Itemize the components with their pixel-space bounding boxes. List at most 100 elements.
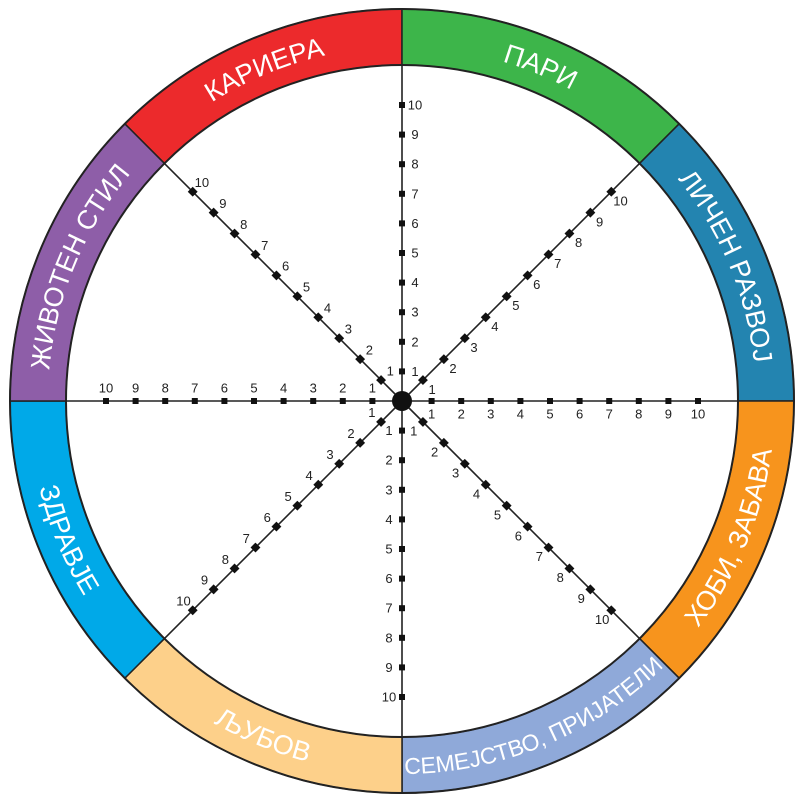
scale-number: 10 xyxy=(691,407,705,422)
scale-number: 10 xyxy=(99,381,113,396)
scale-number: 7 xyxy=(243,531,250,546)
tick-mark xyxy=(250,249,261,260)
scale-number: 2 xyxy=(339,381,346,396)
scale-number: 8 xyxy=(385,630,392,645)
tick-mark xyxy=(606,605,617,616)
tick-mark xyxy=(399,664,405,671)
tick-mark xyxy=(399,457,405,464)
scale-number: 10 xyxy=(408,98,422,113)
tick-mark xyxy=(355,354,366,365)
tick-mark xyxy=(459,333,470,344)
tick-mark xyxy=(250,542,261,553)
scale-number: 1 xyxy=(410,424,417,439)
tick-mark xyxy=(399,694,405,700)
tick-mark xyxy=(501,291,512,302)
tick-mark xyxy=(292,500,303,511)
scale-number: 1 xyxy=(387,363,394,378)
tick-mark xyxy=(458,398,465,404)
tick-mark xyxy=(399,279,405,286)
tick-mark xyxy=(576,398,583,404)
scale-number: 8 xyxy=(222,552,229,567)
tick-mark xyxy=(399,161,405,168)
scale-number: 3 xyxy=(310,381,317,396)
tick-mark xyxy=(334,333,345,344)
tick-mark xyxy=(480,312,491,323)
scale-number: 8 xyxy=(575,235,582,250)
tick-mark xyxy=(229,563,240,574)
scale-number: 6 xyxy=(533,277,540,292)
tick-mark xyxy=(399,368,405,375)
tick-mark xyxy=(310,398,317,404)
tick-mark xyxy=(339,398,346,404)
tick-mark xyxy=(376,375,387,386)
scale-number: 4 xyxy=(411,275,418,290)
scale-number: 9 xyxy=(665,407,672,422)
tick-mark xyxy=(417,375,428,386)
scale-number: 2 xyxy=(449,361,456,376)
tick-mark xyxy=(399,338,405,345)
tick-mark xyxy=(132,398,139,404)
tick-mark xyxy=(103,398,109,404)
scale-number: 10 xyxy=(613,193,627,208)
tick-mark xyxy=(399,546,405,552)
scale-number: 3 xyxy=(470,340,477,355)
tick-mark xyxy=(635,398,642,404)
scale-number: 3 xyxy=(411,305,418,320)
tick-mark xyxy=(665,398,672,404)
tick-mark xyxy=(487,398,494,404)
scale-number: 7 xyxy=(191,381,198,396)
scale-number: 6 xyxy=(264,510,271,525)
tick-mark xyxy=(501,500,512,511)
tick-mark xyxy=(251,398,257,404)
scale-number: 5 xyxy=(494,507,501,522)
tick-mark xyxy=(399,634,405,641)
tick-mark xyxy=(399,190,405,197)
scale-number: 9 xyxy=(385,660,392,675)
scale-number: 5 xyxy=(385,542,392,557)
tick-mark xyxy=(191,398,198,404)
scale-number: 1 xyxy=(368,405,375,420)
tick-mark xyxy=(585,207,596,218)
tick-mark xyxy=(399,309,405,316)
scale-number: 7 xyxy=(606,407,613,422)
tick-mark xyxy=(606,398,613,404)
tick-mark xyxy=(480,479,491,490)
scale-number: 8 xyxy=(635,407,642,422)
scale-number: 4 xyxy=(517,407,524,422)
tick-mark xyxy=(292,291,303,302)
tick-mark xyxy=(522,270,533,281)
scale-number: 6 xyxy=(385,571,392,586)
scale-number: 9 xyxy=(596,214,603,229)
tick-mark xyxy=(564,563,575,574)
tick-mark xyxy=(438,437,449,448)
tick-mark xyxy=(564,228,575,239)
tick-mark xyxy=(229,228,240,239)
scale-number: 1 xyxy=(385,423,392,438)
scale-number: 1 xyxy=(428,407,435,422)
tick-mark xyxy=(399,605,405,612)
tick-mark xyxy=(355,437,366,448)
tick-mark xyxy=(547,398,553,404)
tick-mark xyxy=(399,102,405,108)
scale-number: 5 xyxy=(546,407,553,422)
tick-mark xyxy=(313,312,324,323)
tick-mark xyxy=(695,398,701,404)
tick-mark xyxy=(399,250,405,256)
scale-number: 4 xyxy=(491,319,498,334)
scale-number: 8 xyxy=(162,381,169,396)
scale-number: 1 xyxy=(429,382,436,397)
scale-number: 7 xyxy=(411,186,418,201)
tick-mark xyxy=(517,398,524,404)
tick-mark xyxy=(428,398,435,404)
scale-number: 4 xyxy=(280,381,287,396)
scale-number: 5 xyxy=(250,381,257,396)
tick-mark xyxy=(585,584,596,595)
scale-number: 2 xyxy=(347,426,354,441)
tick-mark xyxy=(334,458,345,469)
tick-mark xyxy=(399,220,405,227)
tick-mark xyxy=(162,398,169,404)
scale-number: 9 xyxy=(578,591,585,606)
scale-number: 1 xyxy=(411,364,418,379)
tick-mark xyxy=(399,427,405,434)
scale-number: 8 xyxy=(240,217,247,232)
